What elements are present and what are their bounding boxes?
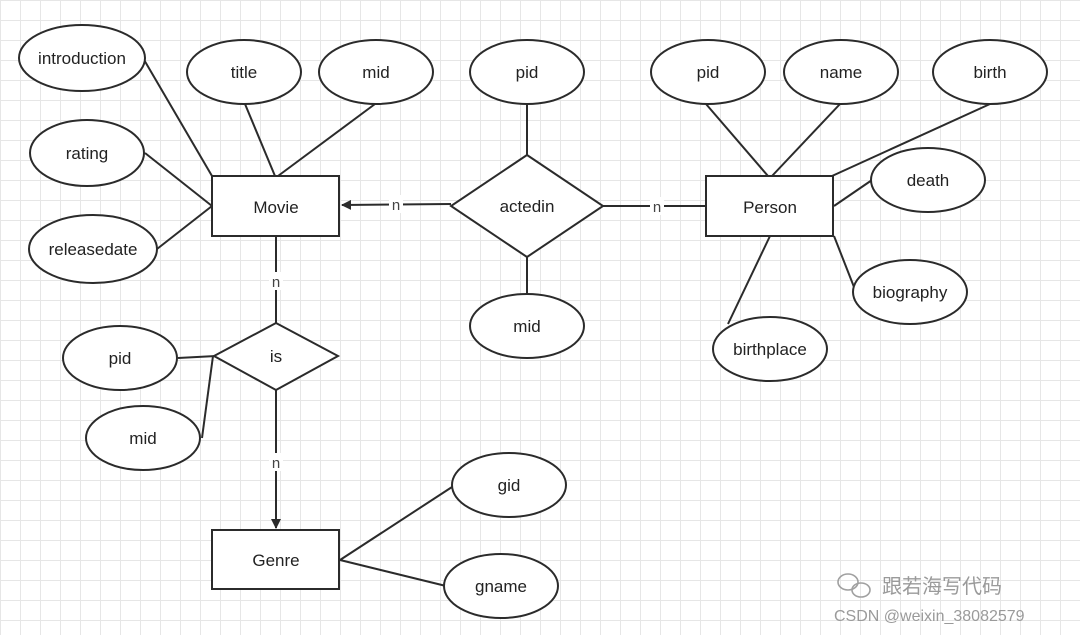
relationship-is[interactable]: is [211,321,341,392]
attribute-biography-label: biography [873,283,948,302]
entity-person-label: Person [743,198,797,217]
relationship-actedin-diamond [449,153,605,259]
attribute-actedin-mid[interactable]: mid [469,293,585,359]
attribute-death-label: death [907,171,950,190]
relationship-is-diamond [211,321,341,392]
relationship-actedin-label: actedin [500,197,555,216]
connector-movie-introduction [142,57,213,177]
attribute-gid-label: gid [498,476,521,495]
attribute-movie-mid[interactable]: mid [318,39,434,105]
watermark-credit: CSDN @weixin_38082579 [834,608,1025,625]
connector-movie-mid [277,103,376,177]
attribute-birthplace[interactable]: birthplace [712,316,828,382]
attribute-actedin-mid-label: mid [513,317,540,336]
attribute-is-pid[interactable]: pid [62,325,178,391]
attribute-releasedate[interactable]: releasedate [28,214,158,284]
connector-is-pid [177,355,217,359]
attribute-title[interactable]: title [186,39,302,105]
attribute-birth-label: birth [973,63,1006,82]
connector-person-death [833,179,873,207]
attribute-person-pid-label: pid [697,63,720,82]
entity-genre-label: Genre [252,551,299,570]
connector-movie-rating [144,152,213,207]
entity-person-box [705,175,834,237]
cardinality-is-genre: n [272,455,280,472]
entity-genre[interactable]: Genre [211,529,340,590]
attribute-death[interactable]: death [870,147,986,213]
cardinality-actedin-movie: n [392,197,400,214]
attribute-birth[interactable]: birth [932,39,1048,105]
watermark-account: 跟若海写代码 [882,574,1002,598]
attribute-biography[interactable]: biography [852,259,968,325]
entity-movie[interactable]: Movie [211,175,340,237]
attribute-is-mid[interactable]: mid [85,405,201,471]
connector-genre-gid [339,486,453,561]
relationship-actedin[interactable]: actedin [449,153,605,259]
connector-is-mid [201,355,214,439]
entity-movie-box [211,175,340,237]
attribute-rating[interactable]: rating [29,119,145,187]
entity-genre-box [211,529,340,590]
attribute-actedin-pid-label: pid [516,63,539,82]
attribute-gname[interactable]: gname [443,553,559,619]
attribute-name-label: name [820,63,863,82]
attribute-actedin-pid[interactable]: pid [469,39,585,105]
attribute-gid[interactable]: gid [451,452,567,518]
connector-genre-gname [339,559,447,587]
connector-person-birthplace [727,235,771,325]
attribute-title-label: title [231,63,257,82]
wechat-icon [837,573,871,598]
attribute-movie-mid-label: mid [362,63,389,82]
attribute-name[interactable]: name [783,39,899,105]
connector-movie-releasedate [156,205,213,250]
cardinality-movie-is: n [272,274,280,291]
connector-person-pid [705,103,769,177]
cardinality-labels: n n n n [269,195,664,472]
cardinality-actedin-person: n [653,199,661,216]
attribute-person-pid[interactable]: pid [650,39,766,105]
attribute-introduction[interactable]: introduction [18,24,146,92]
watermark: 跟若海写代码 CSDN @weixin_38082579 [834,573,1025,625]
attribute-introduction-label: introduction [38,49,126,68]
connector-movie-title [244,103,276,177]
attribute-birthplace-label: birthplace [733,340,807,359]
connector-person-birth [831,103,991,177]
attribute-is-mid-label: mid [129,429,156,448]
attribute-is-pid-label: pid [109,349,132,368]
attribute-rating-label: rating [66,144,109,163]
entity-person[interactable]: Person [705,175,834,237]
entity-movie-label: Movie [253,198,298,217]
attribute-gname-label: gname [475,577,527,596]
connector-person-name [771,103,841,177]
connector-person-biography [833,235,855,288]
attribute-releasedate-label: releasedate [49,240,138,259]
relationship-is-label: is [270,347,282,366]
